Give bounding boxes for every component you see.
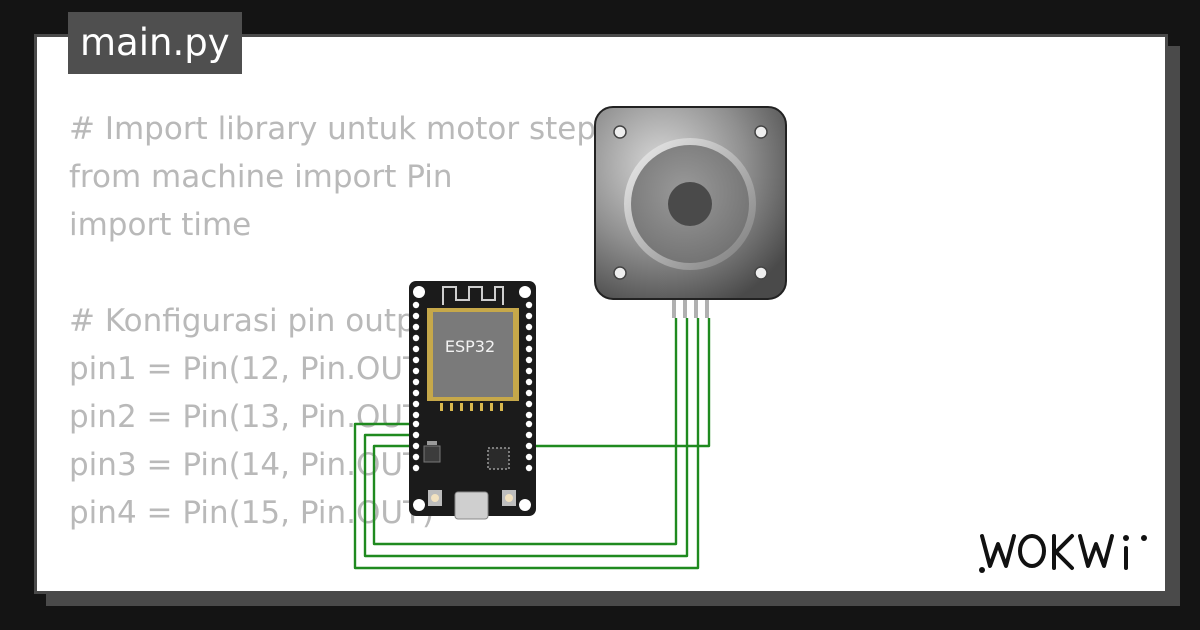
header-pins-left [412,301,420,472]
motor-pin [705,296,709,318]
motor-pin [683,296,687,318]
voltage-regulator [423,445,441,463]
motor-pin [694,296,698,318]
code-line: # Konfigurasi pin output [69,303,448,339]
usb-connector [454,491,489,520]
motor-pins [672,296,709,318]
chip-label: ESP32 [445,337,495,356]
mounting-hole [754,266,768,280]
mounting-hole [754,125,768,139]
wire [372,318,678,546]
board-hole [413,499,425,511]
usb-uart-chip [487,447,510,470]
esp32-board[interactable]: ESP32 [409,281,536,520]
module-castellation [440,403,503,411]
wires [353,318,711,570]
motor-pin [672,296,676,318]
stepper-motor[interactable] [594,106,787,318]
boot-button-cap [431,494,439,502]
code-line: import time [69,207,252,243]
mounting-hole [613,266,627,280]
board-hole [519,499,531,511]
reset-button-cap [505,494,513,502]
wire [353,318,700,570]
antenna-trace [442,286,504,305]
header-pins-right [525,301,533,472]
code-line: from machine import Pin [69,159,453,195]
wire [525,318,711,448]
code-line: pin1 = Pin(12, Pin.OUT) [69,351,435,387]
wokwi-logo[interactable] [976,528,1152,576]
board-hole [413,286,425,298]
motor-shaft [668,182,712,226]
wire [363,318,689,558]
file-name-tab[interactable]: main.py [68,12,242,74]
board-hole [519,286,531,298]
esp32-chip [433,312,513,397]
mounting-hole [613,125,627,139]
regulator-tab [427,441,437,445]
